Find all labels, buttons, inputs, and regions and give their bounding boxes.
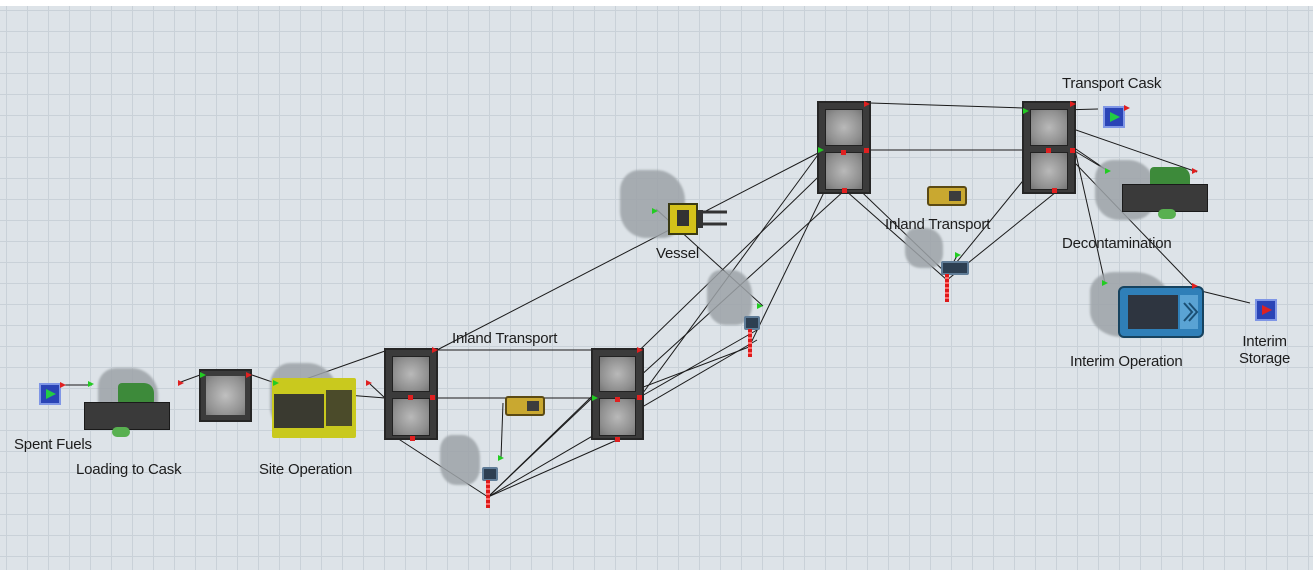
center-port	[615, 437, 620, 442]
dispatcher-1[interactable]	[486, 480, 490, 508]
center-port	[410, 436, 415, 441]
output-port	[1192, 283, 1198, 289]
processor-cab	[118, 383, 154, 403]
interim-operation-processor[interactable]	[1118, 285, 1204, 339]
rack-cell	[599, 356, 636, 392]
decontamination-processor[interactable]	[1122, 167, 1208, 227]
rack-cell	[1030, 109, 1068, 146]
center-port	[864, 148, 869, 153]
loading-to-cask-label: Loading to Cask	[76, 461, 182, 478]
loading-to-cask-processor[interactable]	[84, 383, 170, 443]
output-port	[637, 347, 643, 353]
inland-transport-label-1: Inland Transport	[452, 330, 558, 347]
rack-cell	[825, 109, 863, 146]
storage-rack-3[interactable]	[817, 101, 871, 194]
site-operation-label: Site Operation	[259, 461, 353, 478]
vessel-forklift[interactable]	[655, 200, 730, 240]
input-port	[498, 455, 504, 461]
shadow	[440, 435, 480, 485]
inland-transport-label-2: Inland Transport	[885, 216, 991, 233]
input-port	[88, 381, 94, 387]
output-port	[864, 101, 870, 107]
play-icon	[46, 389, 56, 399]
output-port	[1124, 105, 1130, 111]
rack-cell	[392, 398, 430, 436]
rack-cell	[392, 356, 430, 392]
play-icon	[1110, 112, 1120, 122]
rack-cell	[825, 152, 863, 190]
transport-cask-label: Transport Cask	[1062, 75, 1162, 92]
input-port	[757, 303, 763, 309]
queue-buffer[interactable]	[199, 369, 252, 422]
top-border	[0, 0, 1313, 6]
input-port	[1023, 108, 1029, 114]
spent-fuels-source[interactable]	[39, 383, 61, 405]
rack-cell	[1030, 152, 1068, 190]
storage-rack-2[interactable]	[591, 348, 644, 440]
truck-window	[527, 401, 539, 411]
processor-grill	[326, 390, 352, 426]
processor-cab	[1150, 167, 1190, 187]
center-port	[1046, 148, 1051, 153]
input-port	[955, 252, 961, 258]
center-port	[637, 395, 642, 400]
vessel-label: Vessel	[656, 245, 699, 262]
transport-cask-source[interactable]	[1103, 106, 1125, 128]
processor-bed	[274, 394, 324, 428]
dispatcher-3[interactable]	[945, 274, 949, 302]
center-port	[408, 395, 413, 400]
processor-wheel	[112, 427, 130, 437]
output-port	[178, 380, 184, 386]
output-port	[60, 382, 66, 388]
storage-rack-1[interactable]	[384, 348, 438, 440]
input-port	[200, 372, 206, 378]
truck-window	[949, 191, 961, 201]
input-port	[592, 395, 598, 401]
center-port	[1070, 148, 1075, 153]
processor-wheel	[1158, 209, 1176, 219]
output-port	[1192, 168, 1198, 174]
input-port	[273, 380, 279, 386]
site-operation-processor[interactable]	[272, 378, 356, 438]
rack-cell	[599, 398, 636, 436]
transporter-truck-1[interactable]	[505, 396, 545, 416]
input-port	[818, 147, 824, 153]
output-port	[1070, 101, 1076, 107]
center-port	[1052, 188, 1057, 193]
transporter-truck-2[interactable]	[927, 186, 967, 206]
center-port	[842, 188, 847, 193]
shadow	[707, 270, 752, 325]
interim-operation-label: Interim Operation	[1070, 353, 1183, 370]
shadow	[905, 228, 943, 268]
operator-2[interactable]	[744, 316, 760, 330]
input-port	[1102, 280, 1108, 286]
output-port	[366, 380, 372, 386]
output-port	[246, 372, 252, 378]
interim-storage-sink[interactable]	[1255, 299, 1277, 321]
sink-icon	[1262, 305, 1272, 315]
interim-storage-label: Interim Storage	[1239, 333, 1291, 367]
processor-conveyor	[1122, 184, 1208, 212]
processor-conveyor	[84, 402, 170, 430]
center-port	[615, 397, 620, 402]
spent-fuels-label: Spent Fuels	[14, 436, 92, 453]
queue-cell	[206, 376, 245, 415]
input-port	[652, 208, 658, 214]
center-port	[430, 395, 435, 400]
operator-1[interactable]	[482, 467, 498, 481]
decontamination-label: Decontamination	[1062, 235, 1172, 252]
dispatcher-2[interactable]	[748, 329, 752, 357]
input-port	[1105, 168, 1111, 174]
center-port	[841, 150, 846, 155]
output-port	[432, 347, 438, 353]
operator-3[interactable]	[941, 261, 969, 275]
